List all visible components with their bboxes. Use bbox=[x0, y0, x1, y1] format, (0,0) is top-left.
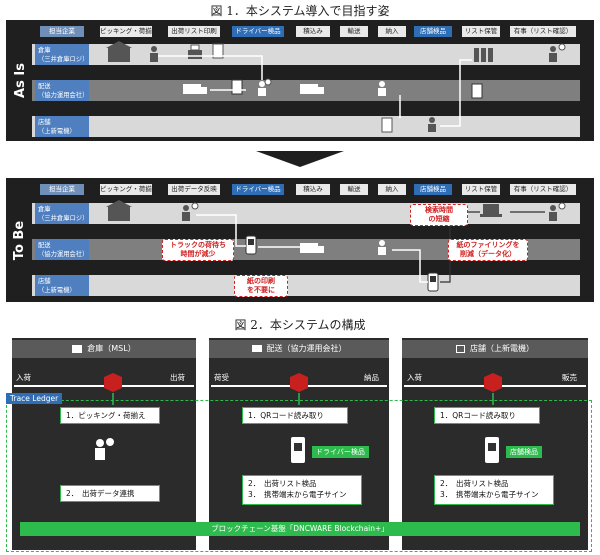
column-head-delivery: 配送（協力運用会社） bbox=[209, 340, 389, 358]
laptop-search-icon bbox=[480, 204, 502, 217]
out-label-store: 販売 bbox=[562, 373, 577, 382]
worker-check-icon bbox=[95, 438, 114, 460]
lane-warehouse bbox=[32, 44, 580, 65]
worker-check-icon bbox=[549, 43, 566, 62]
as-is-header-cell: 担当企業 bbox=[40, 26, 84, 37]
as-is-flow-icons bbox=[106, 41, 566, 133]
to-be-header-cell: 担当企業 bbox=[40, 184, 84, 195]
worker-check-icon bbox=[182, 202, 199, 221]
phone-qr-icon bbox=[485, 437, 499, 463]
worker-check-icon bbox=[549, 202, 566, 221]
to-be-header-cell: リスト保管 bbox=[462, 184, 500, 195]
as-is-header-cell: 納入 bbox=[378, 26, 406, 37]
to-be-header-cell: 出荷データ反映 bbox=[168, 184, 220, 195]
note-truck-wait: トラックの荷待ち 時間が減少 bbox=[162, 239, 234, 261]
document-icon bbox=[231, 79, 243, 95]
driver-check-icon bbox=[258, 78, 272, 96]
to-be-header-cell: ピッキング・荷揃え bbox=[100, 184, 152, 195]
lane-label-store: 店舗 （上新電機） bbox=[35, 116, 89, 137]
column-warehouse bbox=[12, 338, 196, 550]
phone-qr-icon bbox=[291, 437, 305, 463]
to-be-side-label: To Be bbox=[6, 178, 34, 302]
column-head-warehouse: 倉庫（MSL） bbox=[12, 340, 196, 358]
warehouse-icon bbox=[72, 344, 83, 353]
column-head-store: 店舗（上新電機） bbox=[402, 340, 588, 358]
out-label-warehouse: 出荷 bbox=[170, 373, 185, 382]
to-be-header-cell: 積込み bbox=[296, 184, 330, 195]
trace-ledger-boundary bbox=[6, 400, 592, 552]
to-be-header-cell: 有事（リスト確認） bbox=[510, 184, 576, 195]
worker-icon bbox=[378, 81, 386, 96]
figure1-title: 図 1．本システム導入で目指す姿 bbox=[210, 4, 390, 18]
truck-icon bbox=[300, 243, 324, 253]
step-delivery-3: 3． 携帯端末から電子サイン bbox=[248, 490, 347, 499]
phone-qr-icon bbox=[427, 272, 439, 292]
truck-icon bbox=[251, 345, 262, 352]
to-be-flow-icons bbox=[106, 200, 566, 292]
in-label-delivery: 荷受 bbox=[214, 373, 229, 382]
tag-store-inspection: 店舗検品 bbox=[506, 446, 542, 458]
to-be-header-cell: 店舗検品 bbox=[414, 184, 452, 195]
as-is-header-cell: 出荷リスト印刷 bbox=[168, 26, 220, 37]
note-search-time: 検索時間 の短縮 bbox=[410, 204, 468, 226]
lane-label-store: 店舗 （上新電機） bbox=[35, 275, 89, 296]
in-label-warehouse: 入荷 bbox=[16, 373, 31, 382]
step-delivery-1: 1．QRコード読み取り bbox=[242, 407, 348, 424]
transition-arrow-icon bbox=[256, 151, 344, 167]
as-is-header-cell: 有事（リスト確認） bbox=[510, 26, 576, 37]
package-icon bbox=[104, 373, 122, 392]
to-be-header-cell: 納入 bbox=[378, 184, 406, 195]
warehouse-icon bbox=[106, 200, 132, 221]
note-paper-filing: 紙のファイリングを 削減（データ化） bbox=[448, 239, 528, 261]
as-is-side-label: As Is bbox=[6, 20, 34, 141]
step-delivery-2: 2． 出荷リスト検品 bbox=[248, 479, 317, 488]
as-is-header-cell: 積込み bbox=[296, 26, 330, 37]
note-no-printing: 紙の印刷 を不要に bbox=[234, 275, 288, 297]
document-icon bbox=[381, 117, 393, 133]
step-warehouse-1: 1．ピッキング・荷揃え bbox=[60, 407, 160, 424]
blockchain-platform-bar: ブロックチェーン基盤「DNCWARE Blockchain+」 bbox=[20, 522, 580, 536]
step-store-1: 1．QRコード読み取り bbox=[434, 407, 540, 424]
phone-qr-icon bbox=[245, 235, 257, 255]
tag-driver-inspection: ドライバー検品 bbox=[312, 446, 369, 458]
worker-icon bbox=[150, 46, 158, 62]
truck-icon bbox=[183, 84, 207, 94]
lane-store bbox=[32, 116, 580, 137]
lane-label-warehouse: 倉庫 （三井倉庫ロジ） bbox=[35, 203, 89, 224]
as-is-header-cell: 店舗検品 bbox=[414, 26, 452, 37]
step-delivery-2-3: 2． 出荷リスト検品 3． 携帯端末から電子サイン bbox=[242, 475, 362, 505]
document-icon bbox=[471, 83, 483, 99]
package-icon bbox=[290, 373, 308, 392]
lane-label-delivery: 配送 （協力運用会社） bbox=[35, 80, 89, 101]
package-icon bbox=[484, 373, 502, 392]
step-store-3: 3． 携帯端末から電子サイン bbox=[440, 490, 539, 499]
store-icon bbox=[456, 344, 465, 353]
as-is-header-cell: ピッキング・荷揃え bbox=[100, 26, 152, 37]
truck-icon bbox=[300, 84, 324, 94]
lane-label-warehouse: 倉庫 （三井倉庫ロジ） bbox=[35, 44, 89, 65]
step-warehouse-2: 2． 出荷データ連携 bbox=[60, 485, 160, 502]
as-is-header-cell: 輸送 bbox=[340, 26, 368, 37]
printer-icon bbox=[188, 44, 202, 59]
out-label-delivery: 納品 bbox=[364, 373, 379, 382]
step-store-2-3: 2． 出荷リスト検品 3． 携帯端末から電子サイン bbox=[434, 475, 554, 505]
figure2-title: 図 2．本システムの構成 bbox=[234, 318, 366, 332]
store-check-icon bbox=[428, 117, 436, 132]
lane-label-delivery: 配送 （協力運用会社） bbox=[35, 239, 89, 260]
step-store-2: 2． 出荷リスト検品 bbox=[440, 479, 509, 488]
document-icon bbox=[212, 43, 224, 59]
as-is-header-cell: ドライバー検品 bbox=[232, 26, 284, 37]
in-label-store: 入荷 bbox=[407, 373, 422, 382]
as-is-header-cell: リスト保管 bbox=[462, 26, 500, 37]
to-be-header-cell: 輸送 bbox=[340, 184, 368, 195]
to-be-header-cell: ドライバー検品 bbox=[232, 184, 284, 195]
lane-store bbox=[32, 275, 580, 296]
warehouse-icon bbox=[106, 41, 132, 62]
worker-icon bbox=[378, 240, 386, 255]
trace-ledger-label: Trace Ledger bbox=[6, 393, 63, 404]
binders-icon bbox=[474, 48, 493, 62]
